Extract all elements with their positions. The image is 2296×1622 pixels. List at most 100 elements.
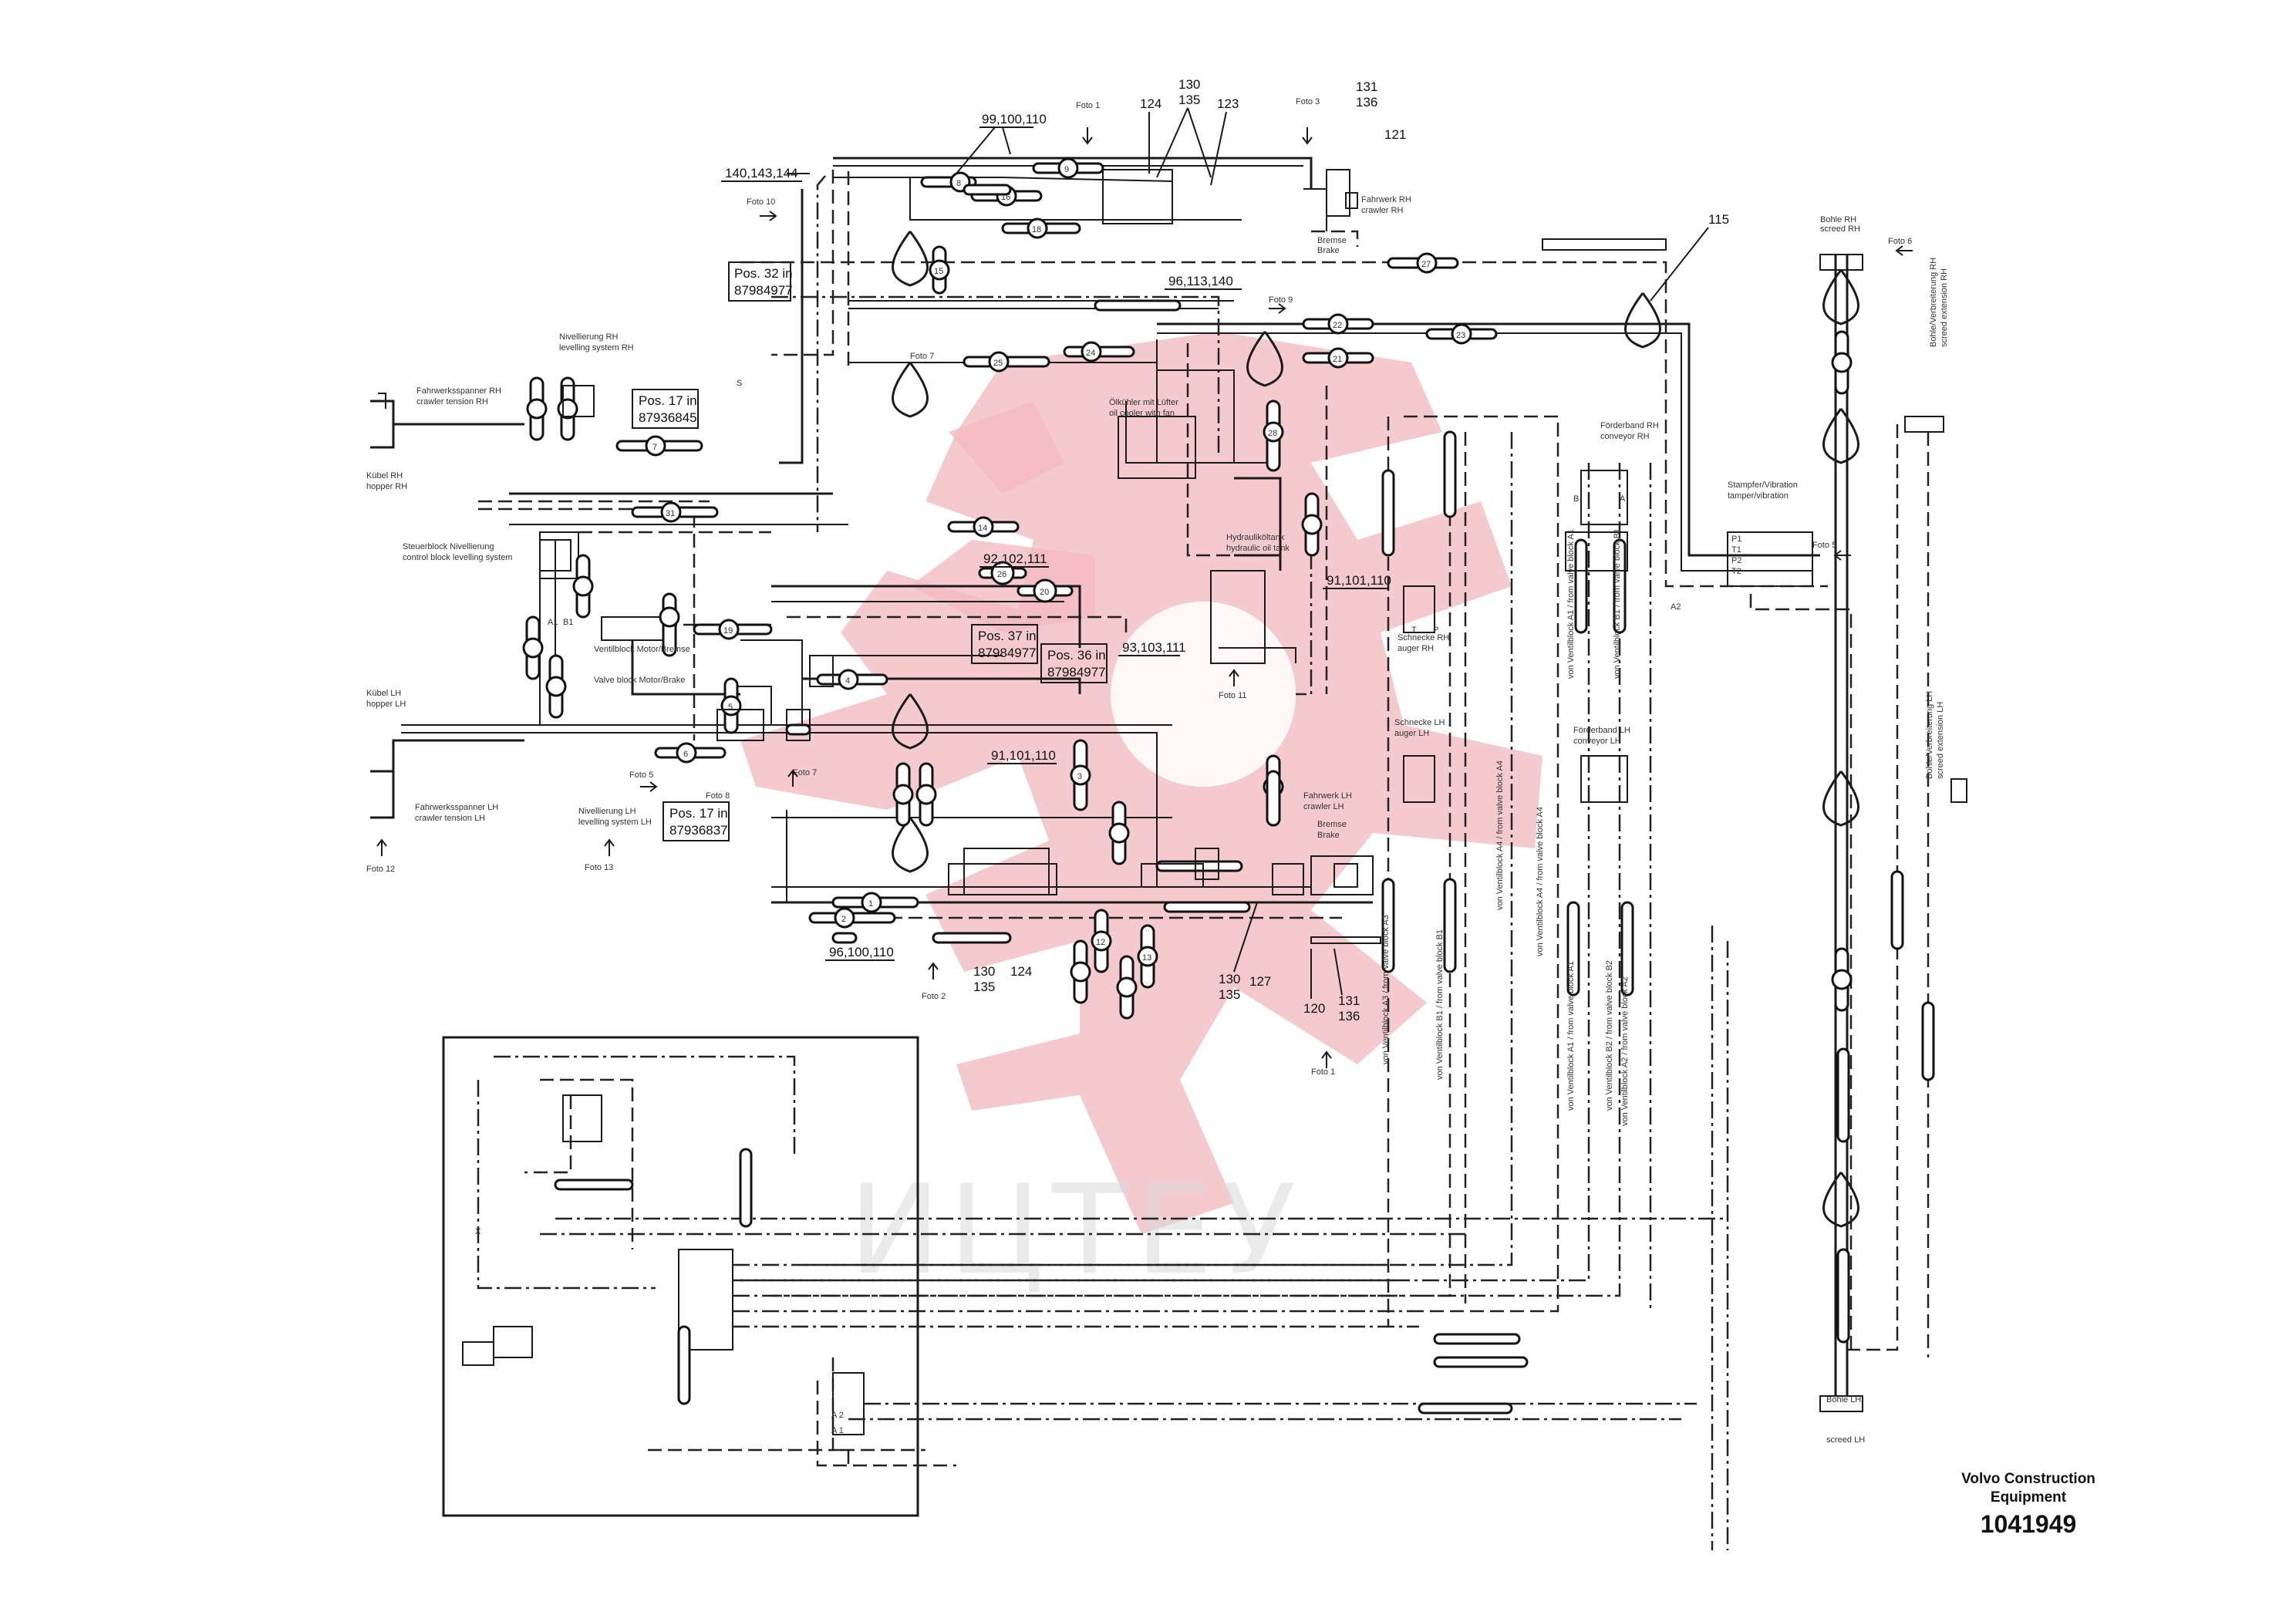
svg-text:Foto 7: Foto 7 [793,768,817,777]
watermark-logo [740,332,1542,1234]
svg-text:Brake: Brake [1317,831,1340,840]
svg-text:Foto 12: Foto 12 [366,865,395,874]
svg-text:auger RH: auger RH [1397,644,1434,653]
hose-3: 3 [1070,739,1091,811]
svg-text:14: 14 [978,524,987,533]
svg-text:31: 31 [666,509,675,518]
svg-text:91,101,110: 91,101,110 [991,748,1056,763]
svg-text:hopper RH: hopper RH [366,482,407,491]
svg-text:6: 6 [683,750,688,759]
svg-text:von Ventilblock A3 / from valv: von Ventilblock A3 / from valve block A3 [1381,915,1391,1064]
hose-24: 24 [1063,341,1135,363]
svg-text:87984977: 87984977 [734,283,793,298]
vertical-notes: von Ventilblock A4 / from valve block A4… [1381,528,1630,1126]
svg-text:Valve block Motor/Brake: Valve block Motor/Brake [594,676,685,685]
svg-text:T1: T1 [1731,545,1741,555]
hose-31: 31 [631,501,719,523]
svg-text:135: 135 [1219,987,1240,1002]
svg-text:A1: A1 [548,618,558,627]
svg-text:Nivellierung LH: Nivellierung LH [578,807,636,816]
svg-text:Foto 13: Foto 13 [585,863,613,872]
svg-text:T2: T2 [1731,567,1741,576]
svg-text:screed extension RH: screed extension RH [1940,268,1949,347]
svg-text:Fahrwerksspanner LH: Fahrwerksspanner LH [415,803,498,812]
hose-21: 21 [1302,347,1374,369]
direction-arrows [376,127,1913,1068]
svg-text:Foto 9: Foto 9 [1269,295,1293,305]
svg-text:Pos. 36 in: Pos. 36 in [1047,648,1106,663]
hose-18: 18 [1001,218,1081,239]
company-line-1: Volvo Construction [1961,1471,2095,1487]
svg-text:130: 130 [1219,972,1240,986]
svg-text:92,102,111: 92,102,111 [983,551,1047,566]
svg-text:A: A [1620,494,1626,504]
hose-15: 15 [929,245,950,295]
svg-text:Brake: Brake [1317,246,1340,255]
svg-text:crawler RH: crawler RH [1361,206,1403,215]
svg-text:Pos. 32 in: Pos. 32 in [734,266,793,281]
svg-text:21: 21 [1333,355,1342,364]
svg-text:124: 124 [1010,964,1032,979]
svg-text:Schnecke LH: Schnecke LH [1394,718,1445,727]
svg-text:18: 18 [1032,225,1041,234]
drawing-number: 1041949 [1980,1510,2077,1538]
svg-text:S: S [737,379,742,388]
hose-2: 2 [808,907,896,929]
position-box-17-rh: Pos. 17 in 87936845 [632,389,699,429]
svg-text:crawler tension LH: crawler tension LH [415,814,485,823]
svg-text:Nivellierung RH: Nivellierung RH [559,332,618,342]
svg-text:91,101,110: 91,101,110 [1327,573,1391,588]
svg-text:Pos. 37 in: Pos. 37 in [978,629,1037,643]
svg-text:hydraulic oil tank: hydraulic oil tank [1226,544,1290,553]
svg-text:87984977: 87984977 [1047,665,1106,679]
svg-text:A 1: A 1 [831,1426,844,1435]
svg-text:Kübel LH: Kübel LH [366,689,401,698]
svg-text:Fahrwerksspanner RH: Fahrwerksspanner RH [416,386,501,396]
svg-text:12: 12 [1096,938,1105,947]
svg-text:Foto 2: Foto 2 [922,992,946,1001]
svg-text:130: 130 [1178,77,1200,92]
svg-text:Foto 1: Foto 1 [1076,101,1100,110]
svg-text:23: 23 [1456,331,1465,340]
svg-text:T: T [1411,626,1417,635]
svg-text:crawler LH: crawler LH [1303,802,1344,811]
svg-text:von Ventilblock A4 / from valv: von Ventilblock A4 / from valve block A4 [1536,807,1545,956]
svg-text:127: 127 [1249,974,1271,989]
svg-text:Ventilblock Motor/Bremse: Ventilblock Motor/Bremse [594,645,690,654]
svg-text:130: 130 [973,964,995,979]
svg-text:24: 24 [1086,349,1095,358]
svg-text:Stampfer/Vibration: Stampfer/Vibration [1728,481,1798,490]
svg-text:96,100,110: 96,100,110 [829,945,894,959]
svg-text:A 2: A 2 [831,1411,844,1420]
hose-22: 22 [1302,313,1374,335]
svg-text:B: B [1573,494,1579,504]
svg-text:Foto 3: Foto 3 [1296,97,1320,106]
svg-text:Schnecke RH: Schnecke RH [1397,633,1449,642]
svg-text:22: 22 [1333,321,1342,330]
svg-text:screed extension LH: screed extension LH [1936,702,1945,779]
hose-25: 25 [963,351,1050,373]
svg-text:Förderband RH: Förderband RH [1600,421,1659,430]
svg-text:131: 131 [1356,79,1377,94]
hose-6: 6 [654,742,727,764]
svg-text:Foto 7: Foto 7 [910,352,934,361]
hose-7: 7 [615,435,703,457]
svg-text:120: 120 [1303,1001,1325,1016]
svg-text:87936837: 87936837 [669,823,728,838]
hose-28: 28 [1263,400,1284,472]
svg-text:levelling system LH: levelling system LH [578,818,652,827]
hose-19: 19 [693,619,773,640]
svg-text:tamper/vibration: tamper/vibration [1728,491,1789,501]
svg-text:hopper LH: hopper LH [366,700,406,709]
watermark-text: ИЦТЕУ [848,1158,1303,1302]
svg-text:Steuerblock Nivellierung: Steuerblock Nivellierung [403,542,494,551]
company-name: Volvo Construction Equipment [1944,1470,2113,1507]
svg-text:28: 28 [1268,429,1277,438]
svg-text:Fahrwerk LH: Fahrwerk LH [1303,791,1352,801]
hose-symbols: 8 9 16 18 15 27 25 22 23 21 24 31 14 26 … [522,157,1935,1415]
svg-text:115: 115 [1708,212,1729,227]
svg-text:140,143,144: 140,143,144 [725,166,798,180]
svg-text:screed LH: screed LH [1826,1435,1865,1445]
svg-text:15: 15 [934,267,943,276]
